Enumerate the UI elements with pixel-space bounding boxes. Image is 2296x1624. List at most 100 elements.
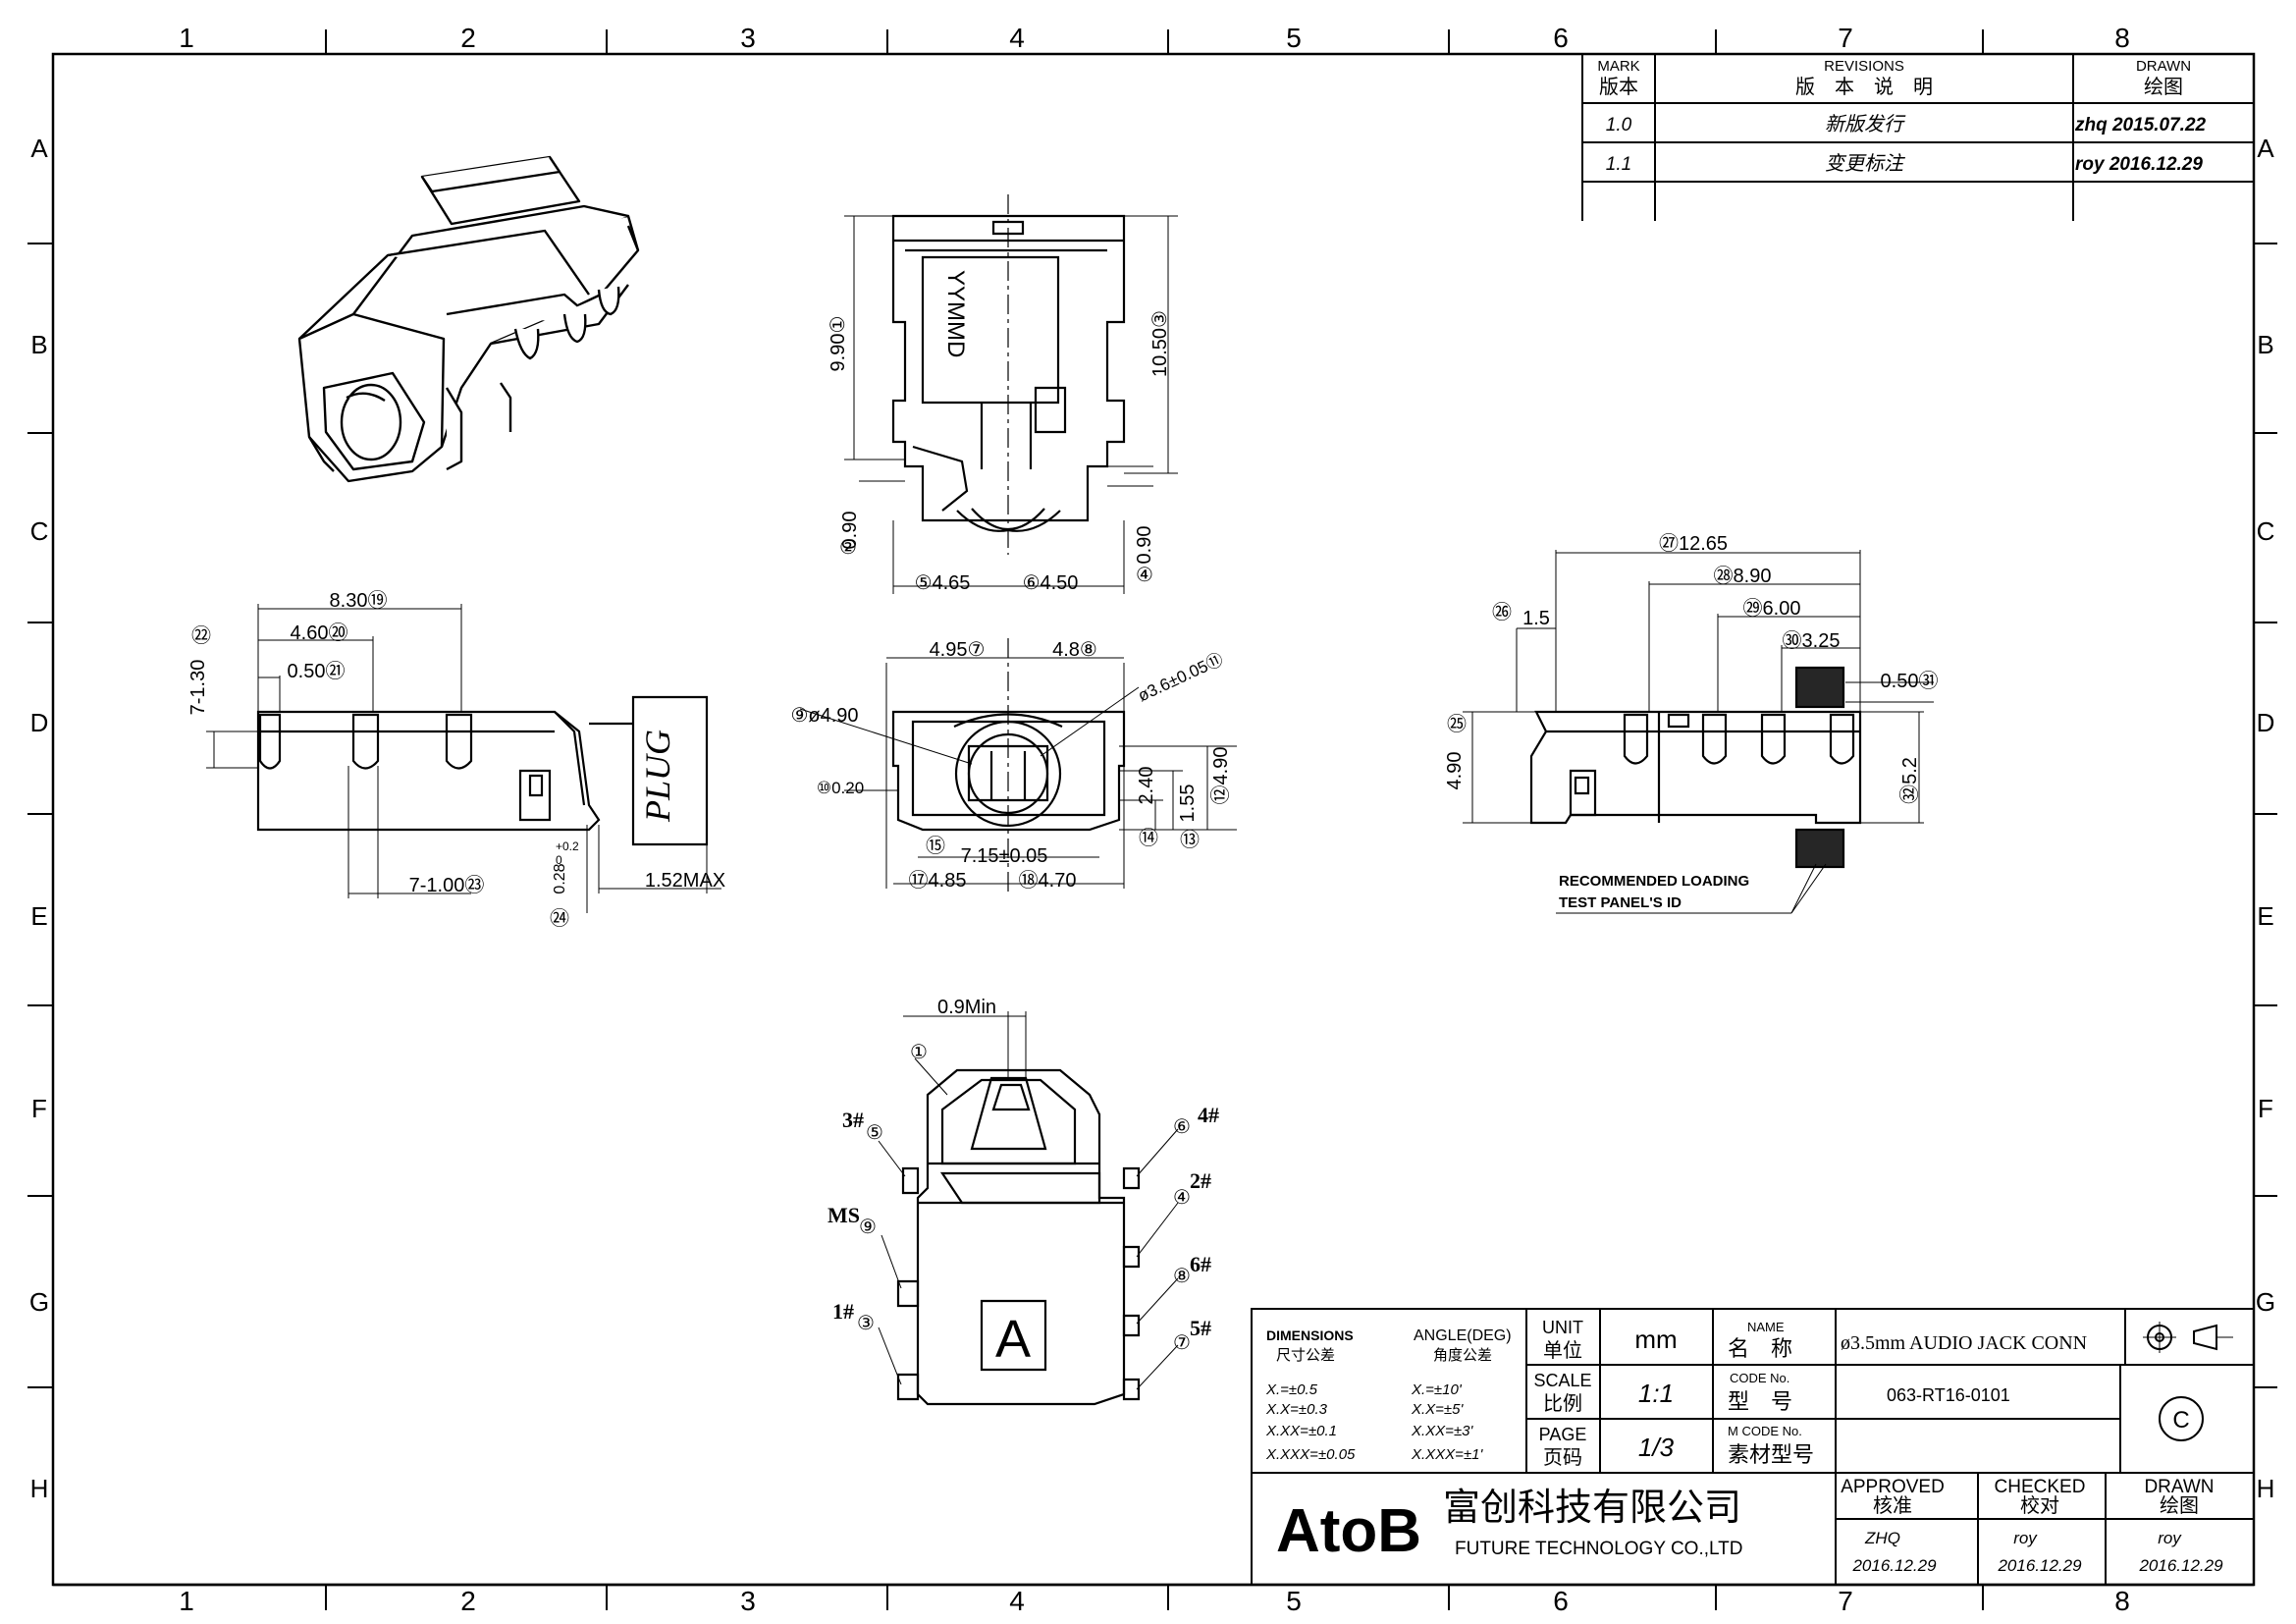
dim-label: ⑰4.85 — [909, 869, 967, 892]
dim-label: 7.15±0.05 — [961, 845, 1048, 867]
pin-label: ⑨ — [859, 1217, 877, 1238]
col-label: 1 — [179, 23, 194, 53]
col-label: 2 — [460, 1586, 476, 1616]
col-label: 8 — [2114, 1586, 2130, 1616]
section-view-dims: ㉗12.65 ㉘8.90 ㉙6.00 ㉚3.25 ㉖ 1.5 0.50㉛ ㉕ 4… — [1444, 532, 1938, 911]
col-label: 6 — [1553, 23, 1569, 53]
col-label: 4 — [1009, 23, 1025, 53]
dim-label: 0.50㉑ — [288, 660, 346, 682]
grid-column-labels: 1 2 3 4 5 6 7 8 1 2 3 4 5 6 7 8 — [179, 23, 2130, 1616]
dim-label: ⑬ — [1180, 829, 1200, 851]
tb-page-cn: 页码 — [1543, 1447, 1582, 1469]
front-view — [799, 638, 1237, 893]
row-label: D — [2257, 708, 2275, 737]
tb-checked-cn: 校对 — [2020, 1494, 2059, 1517]
row-label: C — [30, 516, 49, 546]
row-label: A — [30, 134, 48, 163]
top-view: YYMMD — [844, 194, 1178, 594]
row-label: C — [2257, 516, 2275, 546]
pin-label: ⑧ — [1173, 1266, 1191, 1287]
tb-unit-value: mm — [1634, 1325, 1677, 1354]
tb-page-value: 1/3 — [1638, 1433, 1675, 1462]
tb-scale-value: 1:1 — [1638, 1379, 1674, 1408]
tb-drawn-by: roy — [2158, 1529, 2182, 1547]
rev-mark-cn: 版本 — [1599, 76, 1638, 98]
tb-drawn-en: DRAWN — [2144, 1477, 2214, 1497]
dim-label: ⑮ — [926, 835, 945, 857]
dim-label: 4.60⑳ — [291, 622, 348, 644]
top-view-dims: 9.90① 10.50③ 0.90 ② 0.90 ④ ⑤4.65 ⑥4.50 — [828, 310, 1171, 594]
dim-label: +0.2 — [556, 839, 579, 853]
dim-label: 0.9Min — [937, 997, 996, 1018]
pin-label: ⑦ — [1173, 1332, 1191, 1354]
pin-label: MS — [828, 1203, 860, 1227]
tb-part-code: 063-RT16-0101 — [1887, 1385, 2010, 1405]
dim-label: 0.28 — [552, 863, 568, 893]
tb-page-en: PAGE — [1539, 1425, 1587, 1444]
tb-approved-en: APPROVED — [1841, 1477, 1945, 1497]
pin-label: 4# — [1198, 1103, 1219, 1127]
tb-drawn-cn: 绘图 — [2160, 1494, 2199, 1517]
rev-drawn-en: DRAWN — [2136, 58, 2191, 75]
rev-row-drawn: zhq 2015.07.22 — [2074, 115, 2207, 135]
front-view-dims: 4.95⑦ 4.8⑧ ø3.6±0.05⑪ ⑨ø4.90 ⑩0.20 2.40 … — [790, 639, 1232, 892]
bottom-view-labels: 0.9Min ① 3# ⑤ MS ⑨ 1# ③ 4# ⑥ 2# ④ 6# ⑧ 5… — [828, 997, 1219, 1354]
tb-angle-en: ANGLE(DEG) — [1414, 1327, 1512, 1344]
tb-approved-by: ZHQ — [1864, 1529, 1900, 1547]
tb-checked-date: 2016.12.29 — [1997, 1556, 2082, 1575]
dim-label: 8.30⑲ — [330, 589, 388, 612]
tb-mcode-en: M CODE No. — [1728, 1424, 1802, 1438]
tb-tol-linear: X.XXX=±0.05 — [1265, 1446, 1356, 1463]
col-label: 6 — [1553, 1586, 1569, 1616]
tb-code-cn: 型 号 — [1728, 1389, 1792, 1414]
col-label: 1 — [179, 1586, 194, 1616]
tb-approved-cn: 核准 — [1873, 1494, 1912, 1517]
rev-revisions-en: REVISIONS — [1824, 58, 1904, 75]
dim-label: 4.95⑦ — [930, 639, 986, 661]
pin-label: ③ — [857, 1313, 875, 1334]
test-panel-note: TEST PANEL'S ID — [1559, 894, 1682, 911]
dim-label: 0.90 — [1134, 526, 1155, 565]
row-label: A — [2257, 134, 2274, 163]
tb-drawn-date: 2016.12.29 — [2138, 1556, 2223, 1575]
revision-table: MARK 版本 REVISIONS 版 本 说 明 DRAWN 绘图 1.0 新… — [1581, 54, 2254, 221]
company-name-en: FUTURE TECHNOLOGY CO.,LTD — [1455, 1539, 1742, 1559]
dim-label: ⑨ø4.90 — [790, 705, 858, 727]
dim-label: 1.52MAX — [645, 870, 725, 892]
col-label: 5 — [1286, 1586, 1302, 1616]
isometric-view — [297, 155, 640, 483]
dim-label: ⑱4.70 — [1019, 869, 1077, 892]
dim-label: ㉘8.90 — [1714, 565, 1772, 587]
dim-label: 0.90 — [839, 512, 861, 550]
tb-unit-cn: 单位 — [1543, 1339, 1582, 1362]
dim-label: 4.90 — [1444, 752, 1466, 790]
row-label: G — [29, 1287, 49, 1317]
tb-name-en: NAME — [1747, 1320, 1785, 1334]
tb-name-cn: 名 称 — [1728, 1336, 1792, 1361]
dim-label: ø3.6±0.05⑪ — [1135, 650, 1226, 706]
row-label: E — [2257, 901, 2273, 931]
dim-label: ㉖ — [1492, 601, 1512, 623]
dim-label: 10.50③ — [1149, 310, 1171, 377]
tb-tol-linear: X.X=±0.3 — [1265, 1401, 1328, 1418]
row-label: H — [2257, 1474, 2275, 1503]
pin-label: 2# — [1190, 1168, 1211, 1193]
pin-label: 1# — [832, 1299, 854, 1324]
dim-label: ⑭ — [1139, 827, 1158, 849]
dim-label: 2.40 — [1136, 767, 1157, 805]
dim-label: ㉕ — [1447, 713, 1467, 735]
side-view-dims: 8.30⑲ 4.60⑳ 0.50㉑ ㉒ 7-1.30 7-1.00㉓ 0.28 … — [187, 589, 725, 930]
rev-row-drawn: roy 2016.12.29 — [2075, 154, 2203, 175]
side-view: PLUG — [206, 604, 721, 913]
dim-label: ④ — [1136, 565, 1153, 586]
dim-label: 7-1.00㉓ — [409, 874, 485, 896]
dim-label: 7-1.30 — [187, 660, 209, 716]
tb-scale-cn: 比例 — [1543, 1392, 1582, 1415]
pin-label: ⑥ — [1173, 1116, 1191, 1138]
test-panel-note: RECOMMENDED LOADING — [1559, 873, 1749, 890]
company-name-cn: 富创科技有限公司 — [1443, 1488, 1741, 1529]
company-logo: AtoB — [1276, 1497, 1421, 1565]
rev-row-mark: 1.1 — [1606, 154, 1631, 175]
tb-unit-en: UNIT — [1542, 1318, 1583, 1337]
